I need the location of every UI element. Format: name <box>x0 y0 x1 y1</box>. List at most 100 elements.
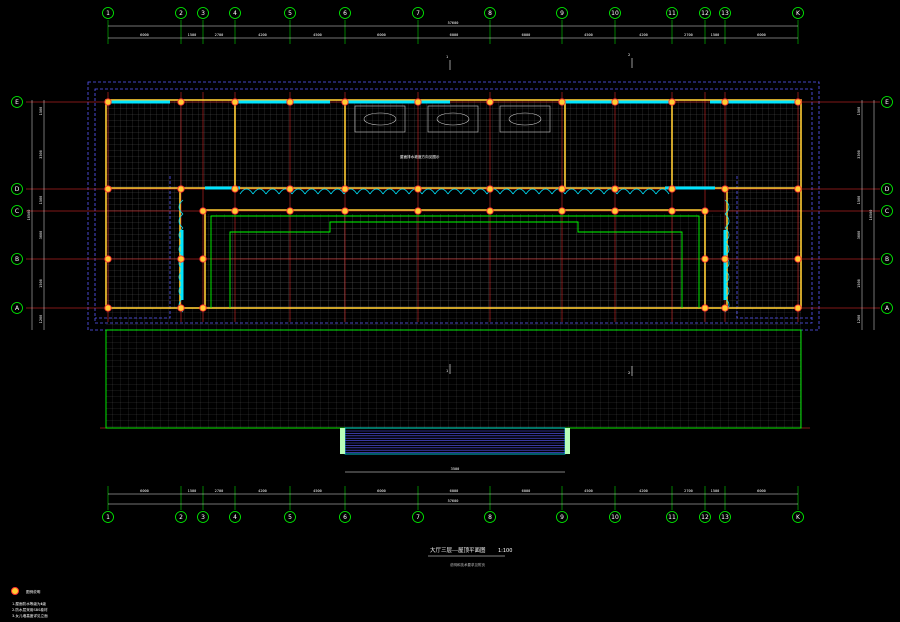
column-20 <box>286 185 294 193</box>
dim-left-1: 3300 <box>39 150 43 159</box>
arch-segment <box>330 188 345 195</box>
axis-bubble-top-5: 5 <box>284 7 296 19</box>
axis-bubble-bottom-10: 10 <box>609 511 621 523</box>
column-36 <box>668 207 676 215</box>
svg-text:10: 10 <box>611 10 619 17</box>
column-28 <box>199 207 207 215</box>
column-34 <box>558 207 566 215</box>
arch-segment-right <box>724 213 730 229</box>
svg-text:K: K <box>796 10 801 17</box>
svg-text:K: K <box>796 514 801 521</box>
svg-text:2: 2 <box>179 10 183 17</box>
arch-segment <box>577 188 592 195</box>
arch-segment <box>616 188 631 195</box>
column-3 <box>286 98 294 106</box>
arch-segment <box>642 188 657 195</box>
column-41 <box>199 304 207 312</box>
dim-left-4: 1500 <box>39 279 43 288</box>
bottom-total-dimension: 57600 <box>448 499 459 503</box>
axis-bubble-left-E: E <box>11 96 23 108</box>
dim-top-1: 1500 <box>188 33 197 37</box>
axis-bubble-top-1: 1 <box>102 7 114 19</box>
dim-right-3: 3000 <box>857 231 861 240</box>
arch-segment <box>538 188 553 195</box>
axis-bubble-bottom-12: 12 <box>699 511 711 523</box>
column-9 <box>668 98 676 106</box>
column-29 <box>231 207 239 215</box>
arch-segment <box>525 188 540 195</box>
dim-top-12: 6000 <box>757 33 766 37</box>
dim-bottom-12: 6000 <box>757 489 766 493</box>
svg-text:3: 3 <box>201 10 205 17</box>
axis-bubble-left-C: C <box>11 205 23 217</box>
arch-segment-right <box>724 241 730 257</box>
legend-note-2: 2.防水层采用SBS卷材 <box>12 607 48 612</box>
column-7 <box>558 98 566 106</box>
arch-segment-right <box>724 227 730 243</box>
svg-text:7: 7 <box>416 514 420 521</box>
dim-top-5: 6000 <box>377 33 386 37</box>
column-27 <box>721 185 729 193</box>
dim-bottom-7: 6000 <box>522 489 531 493</box>
arch-segment <box>512 188 527 195</box>
axis-bubble-top-4: 4 <box>229 7 241 19</box>
svg-text:12: 12 <box>701 10 709 17</box>
dim-right-5: 1200 <box>857 315 861 324</box>
column-33 <box>486 207 494 215</box>
column-8 <box>611 98 619 106</box>
axis-bubble-bottom-2: 2 <box>175 511 187 523</box>
svg-text:4: 4 <box>233 10 237 17</box>
dim-bottom-9: 4200 <box>639 489 648 493</box>
axis-bubble-top-10: 10 <box>609 7 621 19</box>
arch-segment <box>291 188 306 195</box>
arch-segment <box>395 188 410 195</box>
arch-segment <box>239 188 254 195</box>
dim-top-8: 4500 <box>584 33 593 37</box>
axis-bubble-top-11: 11 <box>666 7 678 19</box>
dim-right-1: 3300 <box>857 150 861 159</box>
svg-text:6: 6 <box>343 10 347 17</box>
axis-bubble-top-12: 12 <box>699 7 711 19</box>
svg-text:9: 9 <box>560 10 564 17</box>
svg-text:7: 7 <box>416 10 420 17</box>
roof-hatch-areas <box>106 100 801 428</box>
legend-title: 图例说明 <box>26 589 41 594</box>
column-44 <box>721 255 729 263</box>
arch-segment <box>252 188 267 195</box>
svg-text:A: A <box>885 305 890 312</box>
dim-right-4: 1500 <box>857 279 861 288</box>
section-cut-marks <box>449 58 633 376</box>
dim-right-2: 1500 <box>857 196 861 205</box>
axis-bubble-left-D: D <box>11 183 23 195</box>
svg-text:3: 3 <box>201 514 205 521</box>
drawing-subtitle: 说明和技术要求见附页 <box>450 562 485 567</box>
column-22 <box>414 185 422 193</box>
arch-segment <box>304 188 319 195</box>
svg-text:E: E <box>885 99 889 106</box>
svg-text:6: 6 <box>343 514 347 521</box>
column-0 <box>104 98 112 106</box>
arch-segment-left <box>178 241 184 257</box>
column-38 <box>177 255 185 263</box>
axis-bubble-bottom-9: 9 <box>556 511 568 523</box>
axis-bubble-bottom-11: 11 <box>666 511 678 523</box>
dim-bottom-10: 2700 <box>684 489 693 493</box>
dim-top-3: 4200 <box>258 33 267 37</box>
arch-segment <box>317 188 332 195</box>
axis-bubble-bottom-3: 3 <box>197 511 209 523</box>
svg-text:13: 13 <box>721 10 729 17</box>
svg-text:2: 2 <box>179 514 183 521</box>
svg-text:8: 8 <box>488 10 492 17</box>
column-14 <box>104 304 112 312</box>
stair-width-label: 3500 <box>451 467 460 471</box>
svg-text:C: C <box>885 208 889 215</box>
axis-bubble-right-E: E <box>881 96 893 108</box>
entrance-stair: 3500 <box>340 427 570 473</box>
column-11 <box>794 98 802 106</box>
